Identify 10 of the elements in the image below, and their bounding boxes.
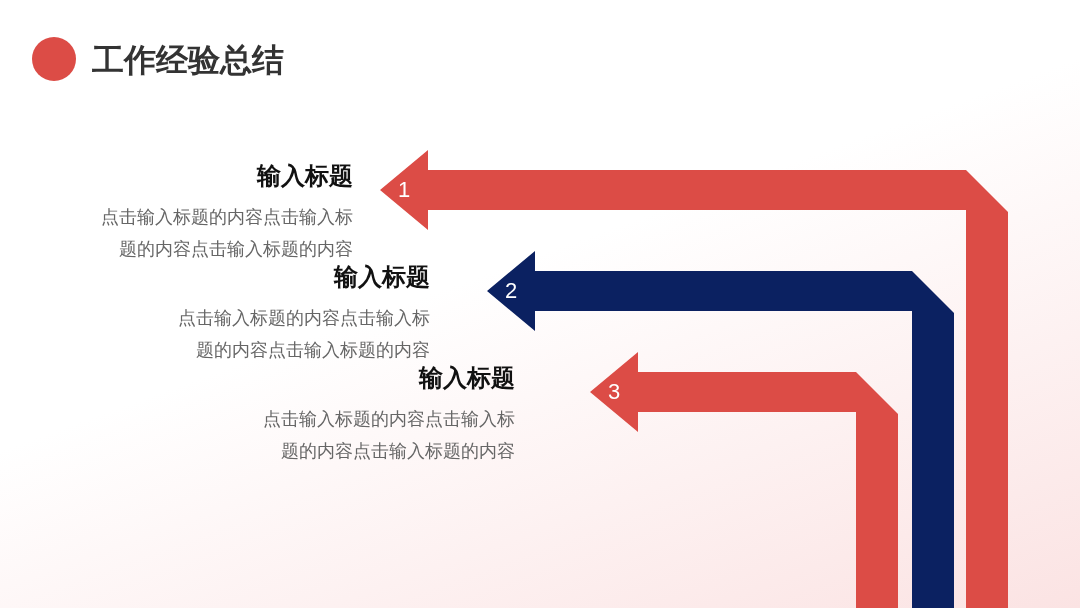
- title: 工作经验总结: [92, 40, 284, 80]
- item-heading: 输入标题: [419, 363, 515, 393]
- item-description: 点击输入标题的内容点击输入标题的内容点击输入标题的内容: [262, 407, 515, 463]
- item-description: 点击输入标题的内容点击输入标题的内容点击输入标题的内容: [100, 205, 353, 261]
- item-heading: 输入标题: [334, 262, 430, 292]
- item-description: 点击输入标题的内容点击输入标题的内容点击输入标题的内容: [177, 306, 430, 362]
- step-number: 1: [398, 176, 411, 204]
- step-number: 3: [608, 378, 621, 406]
- step-number: 2: [505, 277, 518, 305]
- item-heading: 输入标题: [257, 161, 353, 191]
